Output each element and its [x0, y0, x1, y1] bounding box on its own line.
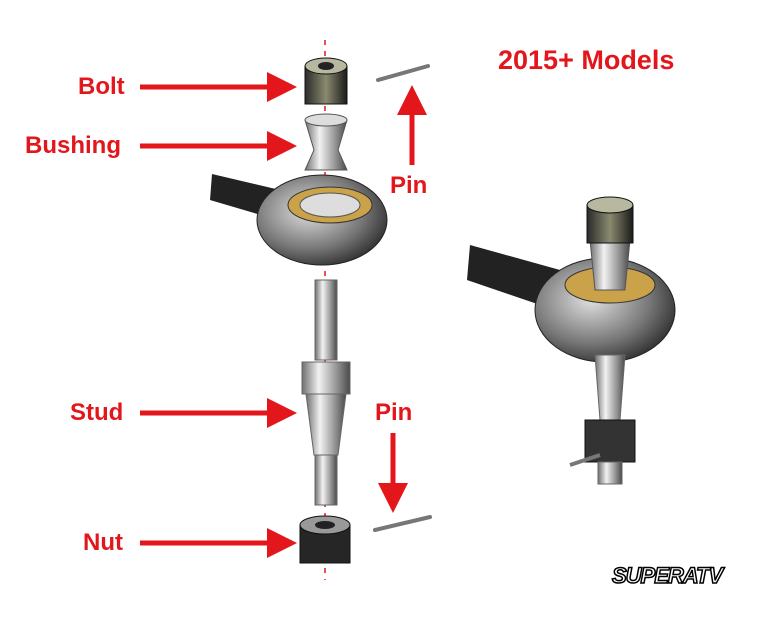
top-pin-label: Pin — [390, 172, 428, 199]
bushing-part — [304, 113, 348, 171]
stud-label: Stud — [70, 399, 124, 426]
assembled-rod-end — [467, 196, 676, 485]
bolt-label: Bolt — [78, 73, 125, 100]
cotter-pin-top — [376, 64, 430, 82]
models-title: 2015+ Models — [498, 45, 675, 75]
rod-end-part — [210, 174, 388, 266]
cotter-pin-bottom — [373, 515, 432, 532]
stud-part — [301, 279, 351, 506]
bushing-label: Bushing — [25, 132, 121, 159]
superatv-logo: SUPERATV — [611, 562, 724, 589]
castle-nut-part — [299, 515, 351, 564]
castle-bolt-part — [304, 57, 348, 105]
nut-label: Nut — [83, 529, 123, 556]
callout-arrows — [140, 72, 427, 558]
bottom-pin-label: Pin — [375, 399, 413, 426]
